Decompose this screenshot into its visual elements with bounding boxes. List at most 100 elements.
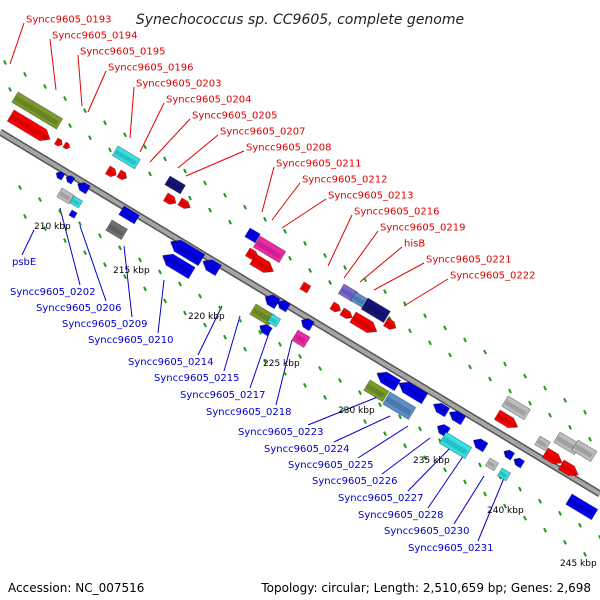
tick-mark bbox=[68, 123, 72, 129]
leader-line bbox=[79, 225, 107, 302]
gene-shade bbox=[9, 114, 50, 142]
leader-line bbox=[197, 305, 223, 356]
gene-shade bbox=[161, 254, 192, 275]
tick-mark bbox=[148, 171, 152, 177]
gene-body bbox=[448, 410, 467, 426]
gene-shade bbox=[568, 498, 594, 517]
gene-body bbox=[65, 175, 76, 185]
tick-mark bbox=[43, 84, 47, 89]
tick-mark bbox=[398, 414, 402, 420]
gene-body bbox=[382, 317, 397, 330]
tick-mark bbox=[43, 226, 47, 231]
gene-shade bbox=[202, 260, 218, 272]
tick-mark bbox=[288, 255, 292, 261]
tick-mark bbox=[208, 207, 212, 213]
gene-body bbox=[116, 169, 128, 181]
gene-feature bbox=[65, 175, 76, 185]
tick-mark bbox=[18, 185, 22, 190]
kbp-label: 220 kbp bbox=[188, 312, 225, 322]
gene-feature bbox=[105, 219, 128, 241]
reverse-gene-label: Syncc9605_0209 bbox=[62, 319, 148, 330]
gene-feature bbox=[432, 402, 451, 418]
tick-mark bbox=[198, 293, 202, 299]
forward-gene-label: Syncc9605_0219 bbox=[380, 223, 466, 234]
gene-shade bbox=[14, 96, 59, 126]
gene-shade bbox=[114, 149, 137, 166]
gene-feature bbox=[202, 259, 222, 277]
forward-gene-label: Syncc9605_0212 bbox=[302, 175, 388, 186]
gene-shade bbox=[556, 436, 577, 452]
gene-feature bbox=[162, 192, 177, 205]
leader-line bbox=[21, 229, 35, 256]
gene-feature bbox=[501, 395, 531, 421]
tick-mark bbox=[503, 361, 507, 367]
tick-mark bbox=[588, 436, 592, 442]
gene-shade bbox=[294, 334, 307, 344]
tick-mark bbox=[323, 395, 327, 400]
label-leader-lines bbox=[9, 22, 505, 542]
gene-feature bbox=[534, 435, 551, 452]
tick-mark bbox=[138, 257, 142, 263]
gene-feature bbox=[104, 165, 117, 178]
gene-body bbox=[266, 313, 282, 328]
gene-feature bbox=[436, 424, 451, 438]
tick-mark bbox=[548, 412, 552, 418]
gene-shade bbox=[385, 321, 395, 329]
gene-feature bbox=[300, 318, 315, 332]
gene-body bbox=[55, 171, 66, 181]
gene-feature bbox=[557, 459, 579, 477]
leader-line bbox=[477, 477, 505, 542]
tick-mark bbox=[408, 328, 412, 334]
gene-feature bbox=[291, 329, 311, 349]
leader-line bbox=[157, 279, 165, 334]
gene-shade bbox=[70, 212, 75, 216]
tick-mark bbox=[443, 325, 447, 331]
gene-body bbox=[118, 205, 140, 225]
tick-mark bbox=[263, 216, 267, 222]
gene-body bbox=[436, 424, 451, 438]
gene-body bbox=[503, 449, 516, 461]
leader-line bbox=[249, 329, 271, 389]
gene-feature bbox=[266, 313, 282, 328]
gene-shade bbox=[441, 436, 468, 455]
reverse-gene-label: Syncc9605_0231 bbox=[408, 543, 494, 554]
gene-body bbox=[300, 318, 315, 332]
reverse-gene-label: Syncc9605_0214 bbox=[128, 357, 214, 368]
tick-mark bbox=[428, 340, 432, 346]
tick-mark bbox=[38, 197, 42, 202]
leader-line bbox=[381, 437, 431, 475]
gene-body bbox=[541, 447, 563, 465]
leader-line bbox=[403, 278, 449, 307]
tick-mark bbox=[243, 204, 247, 210]
tick-mark bbox=[598, 534, 600, 540]
gene-body bbox=[56, 187, 75, 205]
tick-mark bbox=[568, 424, 572, 430]
tick-mark bbox=[23, 214, 27, 219]
gene-body bbox=[571, 439, 598, 463]
tick-mark bbox=[403, 301, 407, 307]
tick-mark bbox=[103, 120, 107, 126]
tick-mark bbox=[503, 503, 507, 509]
gene-shade bbox=[398, 382, 424, 401]
gene-body bbox=[376, 371, 402, 392]
leader-line bbox=[281, 198, 327, 229]
gene-feature bbox=[299, 281, 312, 294]
tick-mark bbox=[363, 277, 367, 283]
tick-mark bbox=[528, 400, 532, 406]
gene-body bbox=[69, 195, 84, 209]
tick-mark bbox=[463, 337, 467, 343]
tick-mark bbox=[423, 455, 427, 461]
gene-shade bbox=[352, 316, 377, 334]
gene-shade bbox=[107, 169, 116, 176]
tick-mark bbox=[563, 397, 567, 403]
tick-mark bbox=[258, 329, 262, 335]
forward-gene-label: Syncc9605_0221 bbox=[426, 255, 512, 266]
gene-feature bbox=[339, 307, 353, 319]
leader-line bbox=[139, 102, 165, 153]
gene-feature bbox=[541, 447, 563, 465]
gene-shade bbox=[487, 461, 496, 468]
gene-shade bbox=[436, 425, 447, 434]
tick-mark bbox=[363, 419, 367, 425]
gene-body bbox=[259, 324, 273, 337]
gene-body bbox=[111, 145, 141, 170]
